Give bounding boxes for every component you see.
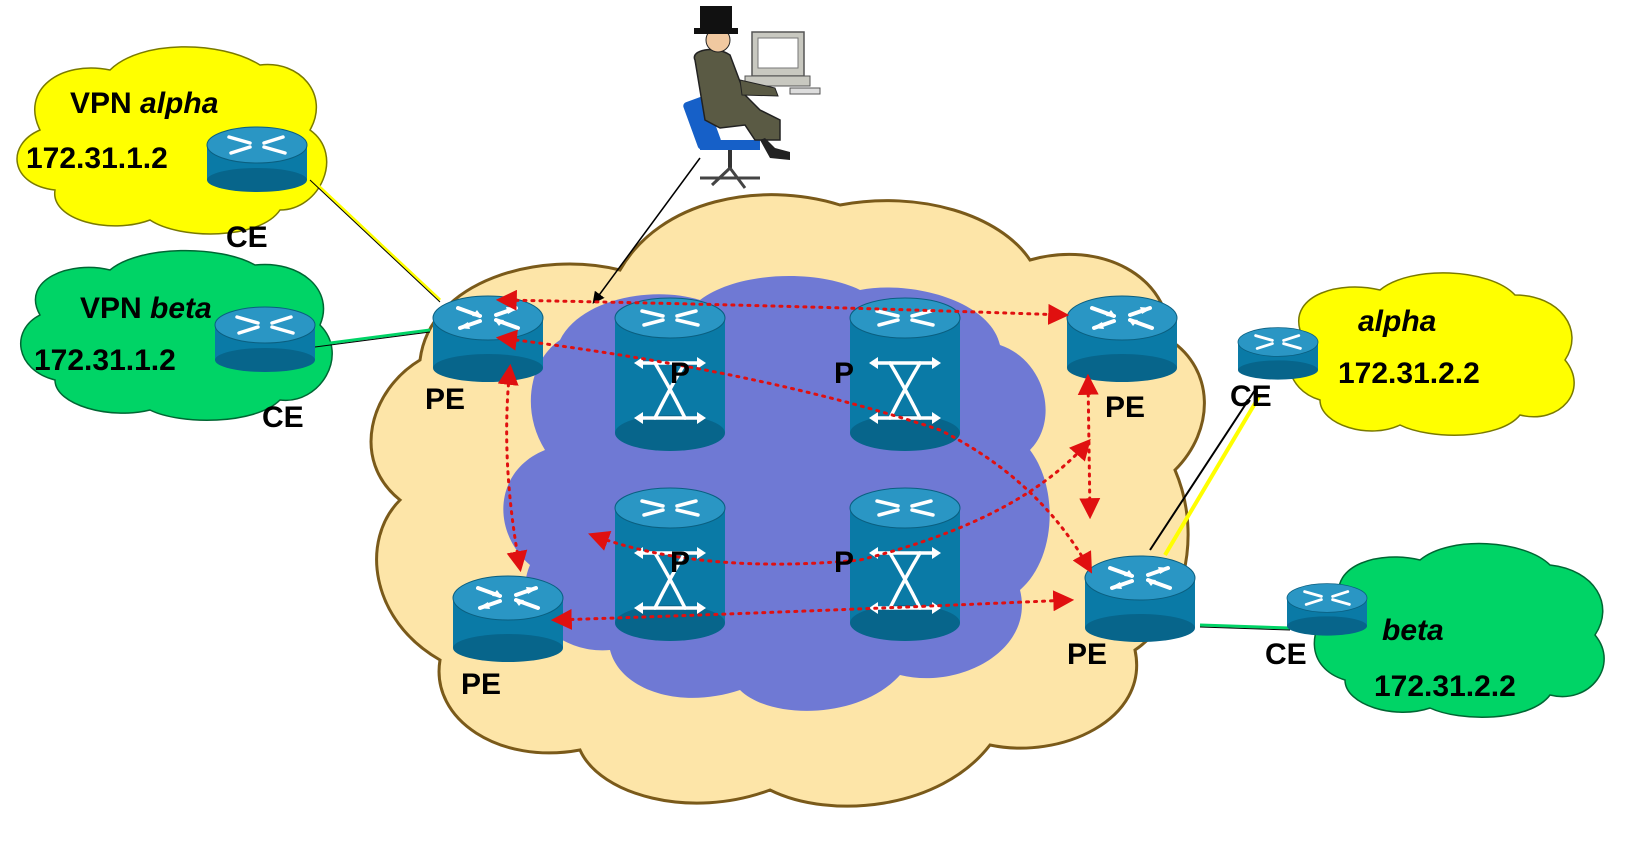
pe-label-top-right: PE — [1105, 391, 1145, 424]
pe-label-bottom-right: PE — [1067, 638, 1107, 671]
ce-router-alpha-left — [205, 125, 309, 194]
vpn-beta-right-cloud — [1313, 542, 1605, 719]
p-router-bottom-right — [848, 486, 962, 643]
vpn-alpha-left-address: 172.31.1.2 — [26, 142, 168, 175]
vpn-beta-right-title: beta — [1382, 614, 1444, 647]
vpn-beta-left-cloud — [20, 249, 333, 421]
ce-router-beta-right — [1285, 582, 1369, 637]
operator-pointer-line — [592, 157, 701, 304]
ce-label-beta-right: CE — [1265, 638, 1307, 671]
p-label-top-right: P — [834, 357, 854, 390]
p-label-top-left: P — [670, 357, 690, 390]
vpn-beta-left-address: 172.31.1.2 — [34, 344, 176, 377]
ce-router-alpha-right — [1236, 326, 1320, 382]
pe-router-bottom-right — [1083, 554, 1197, 644]
pe-label-top-left: PE — [425, 383, 465, 416]
vpn-alpha-right-address: 172.31.2.2 — [1338, 357, 1480, 390]
operator-at-workstation-icon — [683, 6, 821, 189]
vpn-alpha-right-title: alpha — [1358, 305, 1436, 338]
ce-label-alpha-right: CE — [1230, 380, 1272, 413]
ce-label-alpha-left: CE — [226, 221, 268, 254]
vpn-beta-left-title: VPN beta — [80, 292, 212, 325]
pe-label-bottom-left: PE — [461, 668, 501, 701]
ce-router-beta-left — [213, 305, 317, 374]
lsp-paths — [495, 289, 1101, 630]
vpn-alpha-left-title: VPN alpha — [70, 87, 218, 120]
p-label-bottom-right: P — [834, 546, 854, 579]
vpn-beta-right-address: 172.31.2.2 — [1374, 670, 1516, 703]
pe-router-bottom-left — [451, 574, 565, 664]
provider-core-cloud — [503, 276, 1050, 711]
ce-label-beta-left: CE — [262, 401, 304, 434]
p-label-bottom-left: P — [670, 546, 690, 579]
pe-router-top-left — [431, 294, 545, 384]
p-router-top-right — [848, 296, 962, 453]
pe-router-top-right — [1065, 294, 1179, 384]
vpn-alpha-right-cloud — [1287, 272, 1575, 436]
attachment-links — [308, 176, 1291, 631]
